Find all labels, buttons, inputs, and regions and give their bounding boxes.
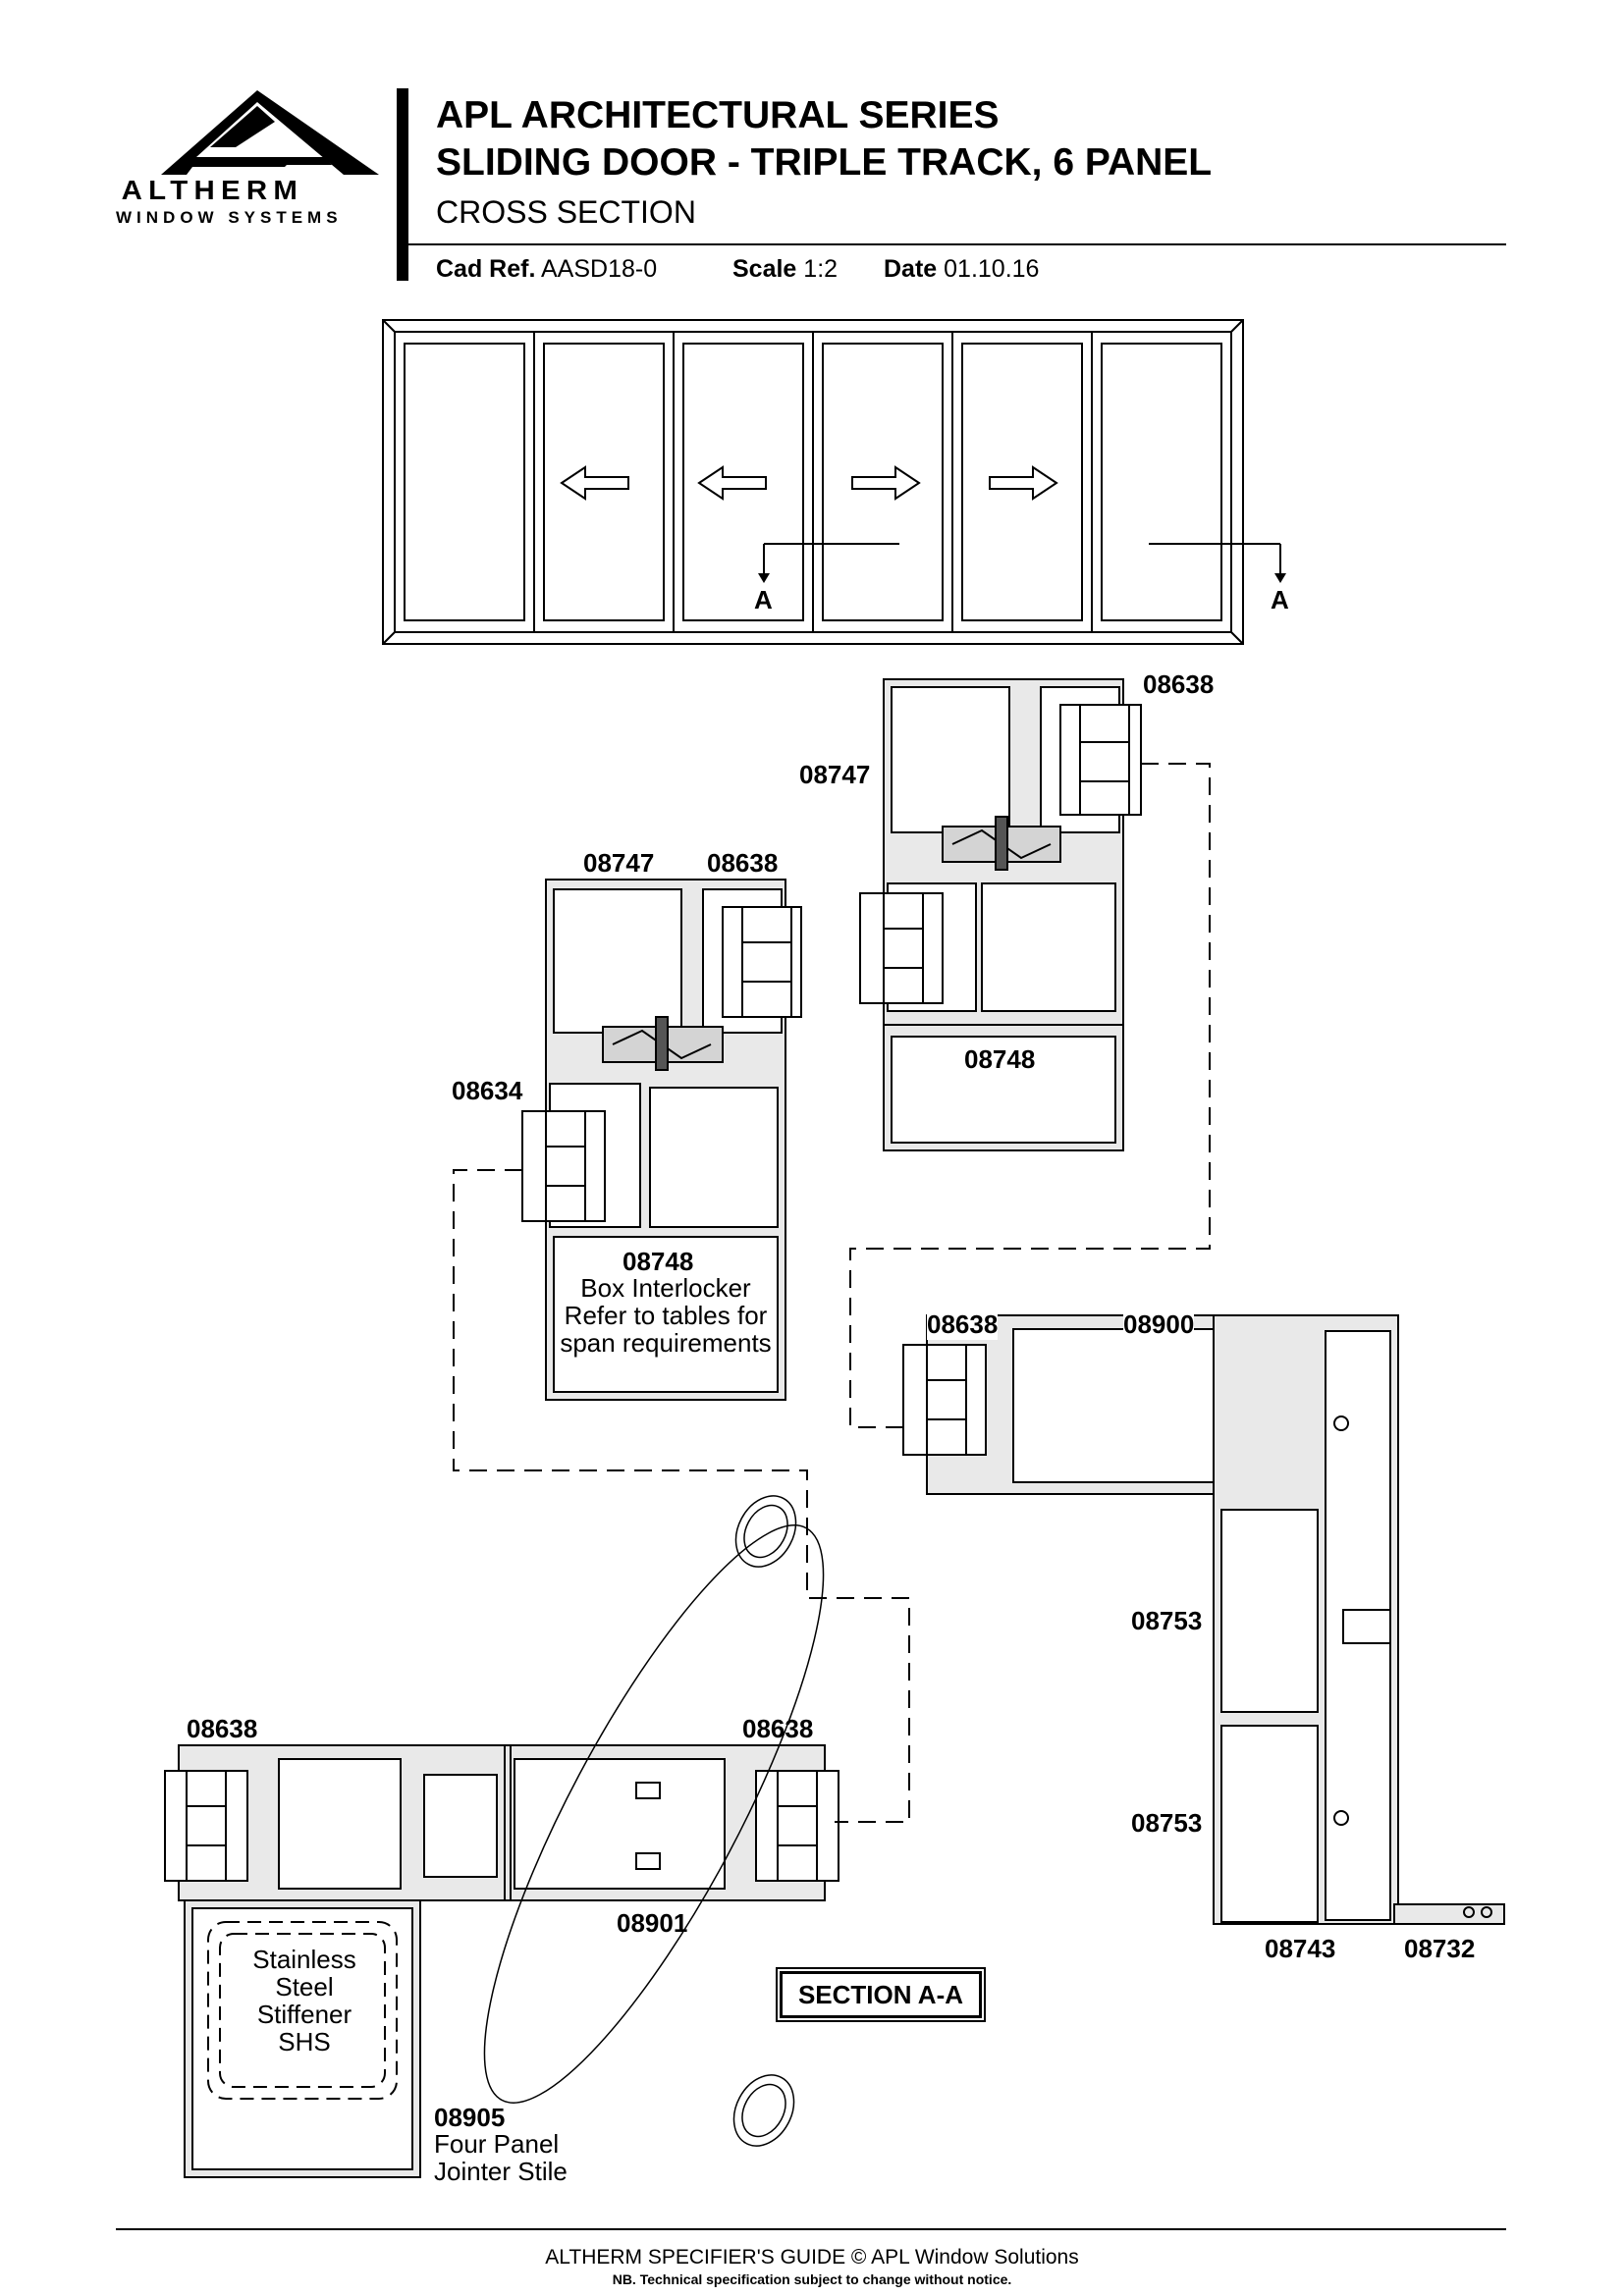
part-label: 08732 <box>1404 1934 1476 1963</box>
stiffener-note: Stainless Steel Stiffener SHS <box>252 1945 356 2056</box>
jamb-frame-section <box>902 1314 1505 1925</box>
footer-disclaimer: NB. Technical specification subject to c… <box>612 2271 1012 2287</box>
interlocker-note: Box Interlocker Refer to tables for span… <box>560 1273 772 1358</box>
part-label: 08743 <box>1265 1934 1336 1963</box>
cad-ref: Cad Ref. AASD18-0 <box>436 255 658 283</box>
part-label: 08900 <box>1123 1309 1195 1340</box>
section-marker-left: A <box>754 585 773 614</box>
door-elevation <box>382 319 1281 645</box>
part-label: 08748 <box>964 1044 1036 1074</box>
part-label: 08638 <box>927 1309 999 1340</box>
footer-credit: ALTHERM SPECIFIER'S GUIDE © APL Window S… <box>545 2246 1079 2269</box>
part-label: 08638 <box>742 1714 814 1743</box>
part-label: 08747 <box>799 760 871 789</box>
part-label: 08905 <box>434 2103 506 2132</box>
scale: Scale 1:2 <box>732 255 839 283</box>
part-label: 08748 <box>623 1247 694 1276</box>
part-label: 08634 <box>452 1076 523 1105</box>
part-label: 08638 <box>1143 669 1215 699</box>
header-rule <box>408 243 1506 245</box>
logo-wordmark: ALTHERM <box>121 175 304 205</box>
rotation-ellipse <box>483 1495 825 2147</box>
footer-rule <box>116 2228 1506 2230</box>
part-label: 08638 <box>187 1714 258 1743</box>
title-product: SLIDING DOOR - TRIPLE TRACK, 6 PANEL <box>436 141 1213 184</box>
part-label: 08753 <box>1131 1606 1203 1635</box>
jointer-note: Four Panel Jointer Stile <box>434 2129 568 2186</box>
title-series: APL ARCHITECTURAL SERIES <box>436 94 1000 136</box>
section-label: SECTION A-A <box>780 1971 982 2018</box>
top-right-interlock-section <box>859 678 1142 1151</box>
part-label: 08901 <box>617 1908 688 1938</box>
part-label: 08753 <box>1131 1808 1203 1838</box>
logo-tagline: WINDOW SYSTEMS <box>116 208 343 227</box>
section-marker-right: A <box>1271 585 1289 614</box>
date: Date 01.10.16 <box>884 255 1040 283</box>
dashed-connectors <box>453 763 1211 1823</box>
part-label: 08747 <box>583 848 655 878</box>
title-divider <box>397 88 408 281</box>
part-label: 08638 <box>707 848 779 878</box>
altherm-logo-mark <box>161 90 379 175</box>
title-view: CROSS SECTION <box>436 194 696 230</box>
left-interlock-section <box>521 879 802 1401</box>
